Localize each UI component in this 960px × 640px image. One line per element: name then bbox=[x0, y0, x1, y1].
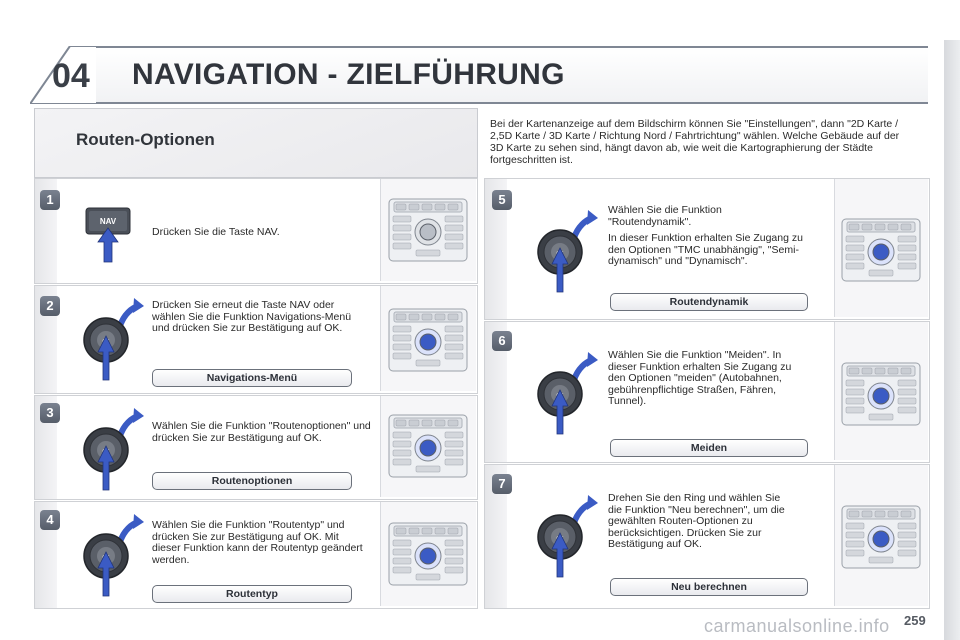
watermark: carmanualsonline.info bbox=[704, 616, 890, 636]
control-panel-image-3 bbox=[388, 414, 468, 478]
nav-key-icon: NAV bbox=[85, 207, 131, 263]
section-header-box bbox=[34, 108, 478, 178]
menu-label-routentyp: Routentyp bbox=[152, 585, 352, 603]
step-number-4: 4 bbox=[40, 510, 60, 530]
rotary-dial-icon: OK bbox=[537, 352, 598, 435]
chapter-tab-shape bbox=[30, 46, 110, 104]
step-number-2: 2 bbox=[40, 296, 60, 316]
control-panel-image-2 bbox=[388, 308, 468, 372]
step-number-5: 5 bbox=[492, 190, 512, 210]
rotary-dial-icon: OK bbox=[83, 514, 144, 597]
step-number-6: 6 bbox=[492, 331, 512, 351]
section-title: Routen-Optionen bbox=[76, 130, 215, 149]
step-text-4: Wählen Sie die Funktion "Routentyp" und … bbox=[152, 519, 363, 566]
page-number: 259 bbox=[904, 613, 926, 628]
menu-label-meiden: Meiden bbox=[610, 439, 808, 457]
menu-label-routenoptionen: Routenoptionen bbox=[152, 472, 352, 490]
rotary-dial-icon: OK bbox=[537, 495, 598, 578]
menu-label-routendynamik: Routendynamik bbox=[610, 293, 808, 311]
menu-label-navigations-menu: Navigations-Menü bbox=[152, 369, 352, 387]
rotary-dial-icon: OK bbox=[83, 408, 144, 491]
rotary-dial-icon: OK bbox=[83, 298, 144, 381]
control-panel-image-5 bbox=[841, 218, 921, 282]
rotary-dial-icon: OK bbox=[537, 210, 598, 293]
control-panel-image-6 bbox=[841, 362, 921, 426]
step-number-3: 3 bbox=[40, 403, 60, 423]
control-panel-image-1 bbox=[388, 198, 468, 262]
intro-text: Bei der Kartenanzeige auf dem Bildschirm… bbox=[490, 118, 900, 166]
page-title: NAVIGATION - ZIELFÜHRUNG bbox=[132, 58, 565, 91]
step-text-1: Drücken Sie die Taste NAV. bbox=[152, 226, 280, 238]
step-text-5: Wählen Sie die Funktion "Routendynamik".… bbox=[608, 204, 803, 267]
step-number-7: 7 bbox=[492, 474, 512, 494]
header-band bbox=[96, 46, 928, 104]
step-number-1: 1 bbox=[40, 190, 60, 210]
control-panel-image-4 bbox=[388, 522, 468, 586]
chapter-number: 04 bbox=[52, 57, 90, 95]
step-text-2: Drücken Sie erneut die Taste NAV oder wä… bbox=[152, 299, 352, 334]
control-panel-image-7 bbox=[841, 505, 921, 569]
menu-label-neu-berechnen: Neu berechnen bbox=[610, 578, 808, 596]
side-tab bbox=[944, 40, 960, 640]
nav-key-label: NAV bbox=[100, 217, 117, 226]
step-text-7: Drehen Sie den Ring und wählen Sie die F… bbox=[608, 492, 785, 550]
step-text-3: Wählen Sie die Funktion "Routenoptionen"… bbox=[152, 420, 371, 444]
step-text-6: Wählen Sie die Funktion "Meiden". In die… bbox=[608, 349, 792, 407]
